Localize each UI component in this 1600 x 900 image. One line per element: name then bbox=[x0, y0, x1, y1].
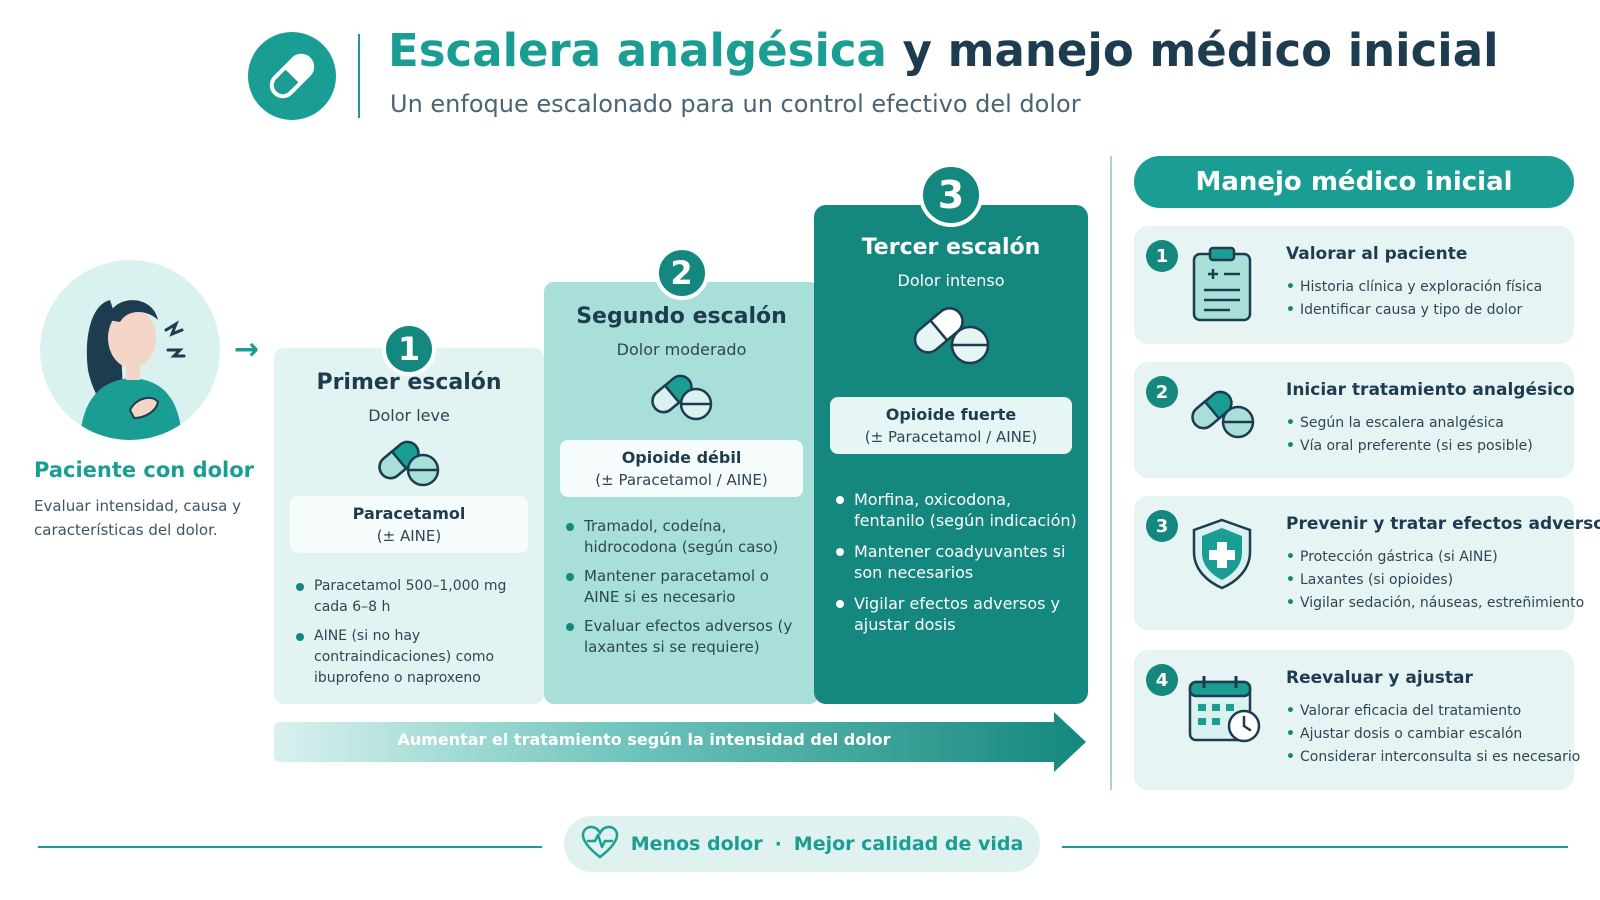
panel-header: Manejo médico inicial bbox=[1134, 156, 1574, 208]
bullet-item: AINE (si no hay contraindicaciones) como… bbox=[294, 626, 534, 689]
footer-right-text: Mejor calidad de vida bbox=[793, 833, 1024, 855]
pills-icon bbox=[908, 299, 994, 373]
heart-pulse-icon bbox=[581, 825, 619, 864]
pill-logo-icon bbox=[248, 32, 336, 120]
step-title: Primer escalón bbox=[316, 370, 502, 395]
step-subtitle: Dolor intenso bbox=[897, 271, 1005, 290]
card-bullets: Protección gástrica (si AINE) Laxantes (… bbox=[1286, 546, 1584, 615]
card-title: Reevaluar y ajustar bbox=[1286, 668, 1473, 688]
card-adverse-effects: 3 Prevenir y tratar efectos adversos Pro… bbox=[1134, 496, 1600, 630]
step-subtitle: Dolor moderado bbox=[616, 340, 747, 359]
bullet-item: Paracetamol 500–1,000 mg cada 6–8 h bbox=[294, 576, 534, 618]
card-assess: 1 Valorar al paciente Historia clínica y… bbox=[1134, 226, 1574, 344]
drug-name: Opioide fuerte bbox=[885, 405, 1017, 424]
step-number: 1 bbox=[382, 322, 436, 376]
pills-icon bbox=[646, 366, 718, 428]
footer-separator: · bbox=[774, 833, 782, 855]
patient-description: Evaluar intensidad, causa y característi… bbox=[34, 497, 241, 539]
card-bullets: Según la escalera analgésica Vía oral pr… bbox=[1286, 412, 1568, 458]
card-title: Valorar al paciente bbox=[1286, 244, 1468, 264]
card-reassess: 4 Reevaluar y ajustar Valorar eficacia d… bbox=[1134, 650, 1580, 790]
card-bullet: Valorar eficacia del tratamiento bbox=[1286, 700, 1568, 723]
footer-left-text: Menos dolor bbox=[630, 833, 763, 855]
bullet-item: Tramadol, codeína, hidrocodona (según ca… bbox=[564, 516, 809, 558]
bullet-item: Mantener paracetamol o AINE si es necesa… bbox=[564, 566, 809, 608]
footer-line-left bbox=[38, 846, 542, 848]
header-divider bbox=[358, 34, 360, 118]
bullet-item: Mantener coadyuvantes si son necesarios bbox=[834, 541, 1078, 583]
footer-pill: Menos dolor · Mejor calidad de vida bbox=[564, 816, 1040, 872]
step-number: 2 bbox=[654, 246, 709, 300]
card-title: Iniciar tratamiento analgésico bbox=[1286, 380, 1575, 400]
title-highlight: Escalera analgésica bbox=[388, 24, 887, 77]
drug-box: Opioide débil (± Paracetamol / AINE) bbox=[560, 440, 803, 497]
card-bullet: Laxantes (si opioides) bbox=[1286, 569, 1568, 592]
step-title: Segundo escalón bbox=[576, 304, 787, 329]
drug-name: Paracetamol bbox=[352, 504, 466, 523]
drug-box: Opioide fuerte (± Paracetamol / AINE) bbox=[830, 397, 1072, 454]
drug-box: Paracetamol (± AINE) bbox=[290, 496, 528, 553]
shield-cross-icon bbox=[1186, 516, 1258, 594]
card-treatment: 2 Iniciar tratamiento analgésico Según l… bbox=[1134, 362, 1575, 478]
card-number: 1 bbox=[1146, 240, 1178, 272]
bullet-item: Evaluar efectos adversos (y laxantes si … bbox=[564, 616, 809, 658]
step-bullets: Tramadol, codeína, hidrocodona (según ca… bbox=[564, 516, 809, 666]
pills-icon bbox=[1186, 382, 1258, 448]
page-subtitle: Un enfoque escalonado para un control ef… bbox=[390, 90, 1081, 118]
progress-arrow bbox=[274, 712, 1086, 772]
step-subtitle: Dolor leve bbox=[368, 406, 450, 425]
card-bullet: Identificar causa y tipo de dolor bbox=[1286, 299, 1568, 322]
step-bullets: Morfina, oxicodona, fentanilo (según ind… bbox=[834, 489, 1078, 645]
card-bullet: Según la escalera analgésica bbox=[1286, 412, 1568, 435]
title-rest: y manejo médico inicial bbox=[902, 24, 1499, 77]
card-bullet: Ajustar dosis o cambiar escalón bbox=[1286, 723, 1568, 746]
card-bullet: Protección gástrica (si AINE) bbox=[1286, 546, 1568, 569]
progress-label: Aumentar el tratamiento según la intensi… bbox=[397, 730, 891, 749]
drug-note: (± Paracetamol / AINE) bbox=[595, 471, 768, 489]
card-bullet: Vigilar sedación, náuseas, estreñimiento bbox=[1286, 592, 1584, 615]
patient-title: Paciente con dolor bbox=[34, 458, 255, 482]
step-first: 1 Primer escalón Dolor leve Paracetamol … bbox=[274, 322, 544, 704]
drug-note: (± Paracetamol / AINE) bbox=[864, 428, 1038, 446]
calendar-clock-icon bbox=[1186, 672, 1262, 750]
step-title: Tercer escalón bbox=[861, 235, 1041, 260]
step-number: 3 bbox=[919, 163, 983, 227]
arrow-right-icon: → bbox=[234, 332, 260, 367]
step-third: 3 Tercer escalón Dolor intenso Opioide f… bbox=[814, 163, 1088, 704]
page-title: Escalera analgésica y manejo médico inic… bbox=[388, 24, 1499, 77]
card-bullet: Historia clínica y exploración física bbox=[1286, 276, 1568, 299]
card-number: 2 bbox=[1146, 376, 1178, 408]
bullet-item: Vigilar efectos adversos y ajustar dosis bbox=[834, 593, 1078, 635]
drug-name: Opioide débil bbox=[621, 448, 742, 467]
card-number: 4 bbox=[1146, 664, 1178, 696]
card-bullet: Vía oral preferente (si es posible) bbox=[1286, 435, 1568, 458]
step-second: 2 Segundo escalón Dolor moderado Opioide… bbox=[544, 246, 819, 704]
pills-icon bbox=[373, 432, 445, 494]
clipboard-icon bbox=[1186, 244, 1258, 328]
drug-note: (± AINE) bbox=[376, 527, 442, 545]
panel-divider bbox=[1110, 156, 1112, 790]
step-bullets: Paracetamol 500–1,000 mg cada 6–8 h AINE… bbox=[294, 576, 534, 697]
patient-illustration bbox=[40, 260, 220, 440]
card-bullet: Considerar interconsulta si es necesario bbox=[1286, 746, 1580, 769]
card-bullets: Valorar eficacia del tratamiento Ajustar… bbox=[1286, 700, 1580, 769]
card-title: Prevenir y tratar efectos adversos bbox=[1286, 514, 1600, 534]
card-number: 3 bbox=[1146, 510, 1178, 542]
card-bullets: Historia clínica y exploración física Id… bbox=[1286, 276, 1568, 322]
footer-line-right bbox=[1062, 846, 1568, 848]
bullet-item: Morfina, oxicodona, fentanilo (según ind… bbox=[834, 489, 1078, 531]
